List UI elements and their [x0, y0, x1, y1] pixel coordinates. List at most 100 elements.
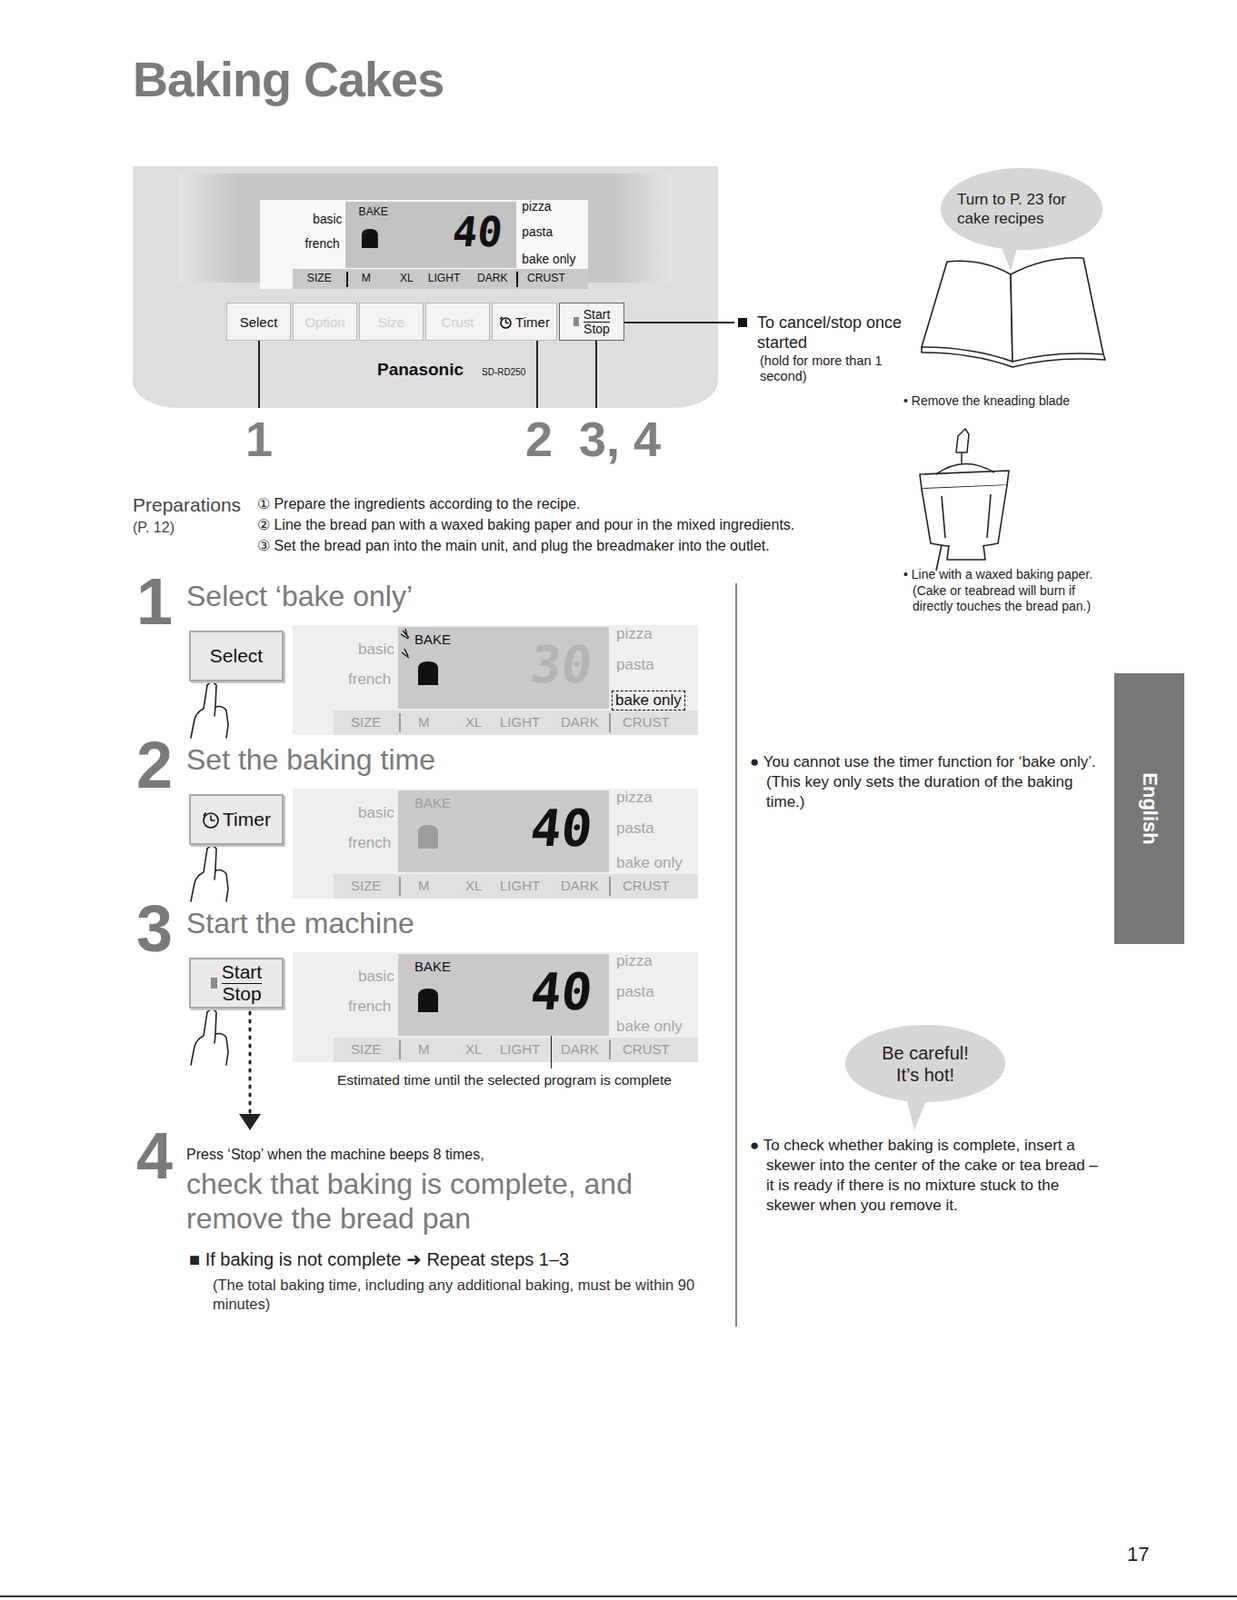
- dotted-arrow: [249, 1012, 252, 1115]
- lcd-node: basicfrenchpizzapastabake onlySIZEMXLLIG…: [292, 625, 699, 736]
- button-text: Start: [221, 962, 262, 984]
- pbtn-node: Timer: [491, 302, 558, 341]
- display-label: BAKE: [359, 205, 389, 220]
- inner-node: BAKE30: [398, 627, 609, 709]
- band-label: LIGHT: [499, 1041, 540, 1058]
- display-label: BAKE: [414, 795, 451, 812]
- band-separator: [608, 713, 611, 733]
- note-text: ① Prepare the ingredients according to t…: [257, 495, 581, 513]
- display-label: french: [348, 997, 391, 1017]
- display-label: pizza: [616, 952, 653, 971]
- kneading-blade: [956, 428, 969, 464]
- band-label: DARK: [560, 1041, 599, 1058]
- arrow-head: [239, 1114, 261, 1131]
- note-text: 2: [136, 732, 173, 799]
- book: [921, 258, 1106, 368]
- leader-line: [258, 340, 260, 409]
- clock-icon: [498, 315, 513, 330]
- display-label: pizza: [616, 788, 653, 808]
- display-digits: 40: [450, 211, 505, 253]
- display-label: bake only: [521, 252, 576, 269]
- lcd-node: basicfrenchpizzapastabake onlySIZEMXLLIG…: [292, 952, 699, 1063]
- callout-number: 3, 4: [578, 410, 661, 468]
- sbtn-node: Timer: [189, 794, 284, 846]
- band-label: SIZE: [350, 877, 381, 895]
- display-label: bake only: [616, 1017, 683, 1037]
- button-text: Select: [209, 645, 263, 668]
- display-label: basic: [358, 804, 395, 823]
- hand-icon: [190, 846, 229, 902]
- display-label: basic: [358, 640, 395, 659]
- note-text: Select ‘bake only’: [186, 579, 413, 614]
- band-label: SIZE: [350, 1041, 381, 1058]
- note-text: Set the baking time: [186, 743, 436, 778]
- page-rule: [0, 1596, 1237, 1598]
- band-label: M: [418, 877, 430, 895]
- note-text: (Cake or teabread will burn if directly …: [912, 583, 1106, 615]
- band-label: XL: [399, 271, 414, 286]
- inner-node: BAKE40: [398, 790, 609, 873]
- bread-pan: [919, 463, 1009, 571]
- sbtn-node: StartStop: [189, 957, 284, 1009]
- note-text: (The total baking time, including any ad…: [212, 1276, 704, 1314]
- button-text: Stop: [221, 984, 261, 1005]
- note-text: 4: [136, 1123, 173, 1189]
- bread-icon: [418, 825, 439, 849]
- display-label: pasta: [616, 819, 655, 838]
- band-label: DARK: [560, 714, 599, 731]
- note-text: (hold for more than 1 second): [759, 353, 897, 386]
- hand-icon: [190, 1009, 229, 1066]
- band-separator: [608, 1040, 611, 1060]
- pbtn-node: Option: [292, 302, 358, 341]
- display-label: pizza: [616, 625, 653, 644]
- leader-line: [536, 340, 539, 409]
- page-title: Baking Cakes: [132, 50, 444, 108]
- band-label: XL: [465, 877, 482, 895]
- start-stop-label: StartStop: [221, 962, 262, 1004]
- hand-icon: [190, 682, 229, 739]
- tab-label: English: [1137, 772, 1162, 845]
- inner-node: BAKE40: [398, 954, 609, 1037]
- note-text: Start the machine: [186, 907, 415, 941]
- bubble-node: Be careful! It’s hot!: [845, 1025, 1006, 1103]
- band-label: LIGHT: [499, 877, 540, 895]
- display-label: pasta: [616, 983, 655, 1002]
- note-text: 17: [1127, 1543, 1149, 1567]
- display-label: basic: [358, 967, 395, 987]
- button-text: Select: [239, 314, 279, 330]
- note-text: ● You cannot use the timer function for …: [749, 752, 1105, 813]
- divider: [735, 583, 737, 1327]
- note-text: 1: [136, 568, 173, 635]
- indicator-lamp: [573, 317, 579, 327]
- display-label: pasta: [521, 225, 553, 241]
- note-text: ■ If baking is not complete ➜ Repeat ste…: [189, 1248, 569, 1271]
- note-text: ② Line the bread pan with a waxed baking…: [257, 516, 795, 534]
- callout-number: 2: [525, 410, 553, 468]
- display-label: pasta: [616, 656, 655, 675]
- note-text: Preparations: [132, 494, 241, 517]
- bubble-node: Turn to P. 23 for cake recipes: [940, 168, 1103, 250]
- bubble-text: Turn to P. 23 for cake recipes: [957, 189, 1087, 230]
- inner-node: BAKE 40: [345, 201, 517, 269]
- sbtn-node: Select: [189, 630, 284, 682]
- band-label: LIGHT: [499, 714, 540, 731]
- band-label: M: [418, 1041, 430, 1058]
- pbtn-node: Size: [359, 302, 424, 341]
- band-label: CRUST: [622, 877, 670, 895]
- model-number: SD-RD250: [481, 367, 526, 378]
- band-label: CRUST: [527, 271, 566, 286]
- band-label: CRUST: [622, 1041, 670, 1058]
- bubble-text: Be careful! It’s hot!: [869, 1042, 981, 1087]
- display-label: bake only: [616, 854, 683, 873]
- display-label: french: [348, 670, 391, 689]
- bullet-square: [738, 318, 748, 328]
- note-text: 3: [136, 896, 173, 962]
- band-label: M: [418, 714, 430, 731]
- band-separator: [608, 877, 611, 897]
- display-label: BAKE: [414, 958, 451, 976]
- display-label: pizza: [521, 199, 551, 216]
- tab-node: English: [1114, 673, 1185, 945]
- pbtn-node: Select: [226, 302, 291, 341]
- start-stop-label: StartStop: [583, 308, 611, 336]
